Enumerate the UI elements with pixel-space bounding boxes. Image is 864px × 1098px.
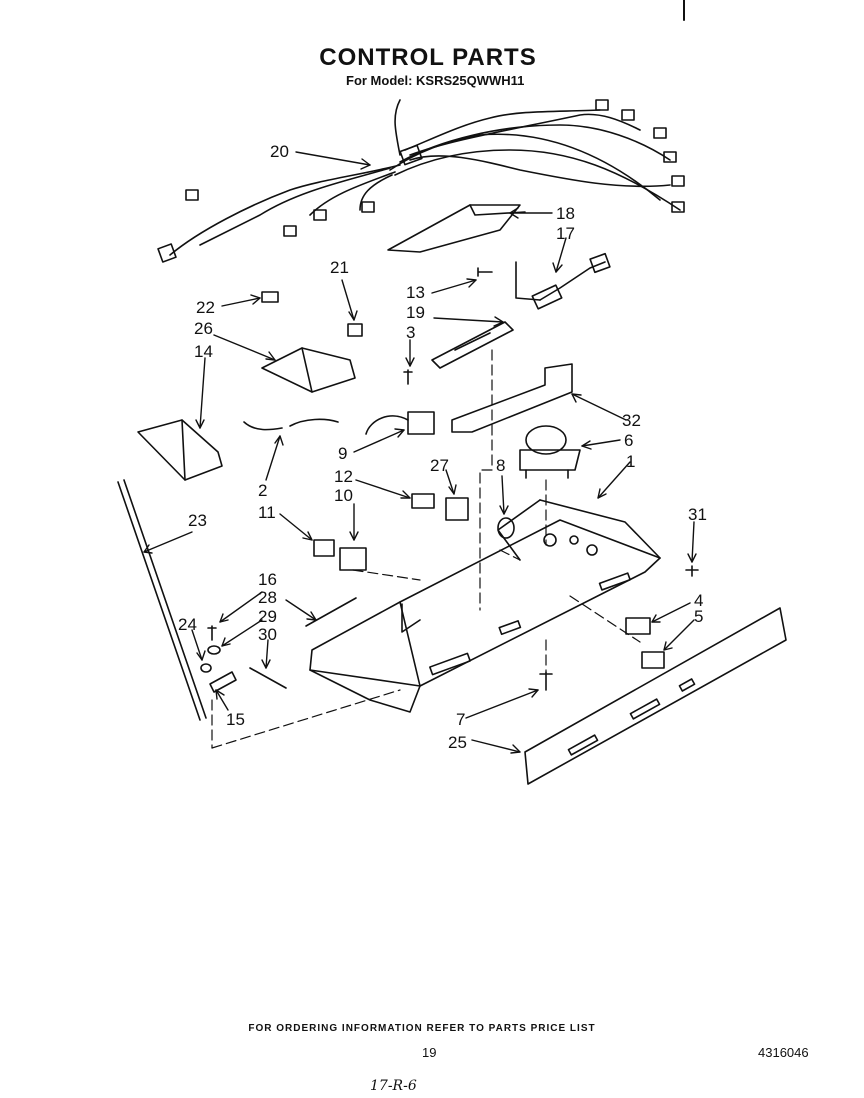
block-part-10 [339, 547, 367, 571]
callout-20: 20 [270, 142, 289, 161]
label-part-27 [445, 497, 469, 521]
clip-part-21 [347, 323, 363, 337]
callout-3: 3 [406, 323, 415, 342]
callout-labels: 20 18 17 13 21 22 26 14 19 3 9 32 6 1 27… [178, 142, 707, 752]
callout-14: 14 [194, 342, 213, 361]
page-title: CONTROL PARTS [319, 44, 537, 71]
clip-part-22 [261, 291, 279, 303]
switch-parts-4-5 [625, 617, 665, 669]
callout-31: 31 [688, 505, 707, 524]
callout-13: 13 [406, 283, 425, 302]
grommet-part-8 [497, 517, 515, 539]
rod-part-23 [117, 479, 207, 721]
callout-23: 23 [188, 511, 207, 530]
callout-16: 16 [258, 570, 277, 589]
callout-8: 8 [496, 456, 505, 475]
callout-5: 5 [694, 607, 703, 626]
callout-22: 22 [196, 298, 215, 317]
screw-part-13 [477, 267, 493, 277]
callout-10: 10 [334, 486, 353, 505]
wiring-harness-part [157, 99, 685, 263]
thermostat-part-6 [519, 425, 581, 479]
callout-24: 24 [178, 615, 197, 634]
callout-6: 6 [624, 431, 633, 450]
callout-12: 12 [334, 467, 353, 486]
screw-part-7 [539, 671, 553, 691]
callout-26: 26 [194, 319, 213, 338]
baffle-part-26 [261, 347, 356, 393]
page-number: 19 [422, 1045, 437, 1060]
callout-15: 15 [226, 710, 245, 729]
callout-18: 18 [556, 204, 575, 223]
switch-part-9 [365, 411, 435, 435]
callout-1: 1 [626, 452, 635, 471]
callout-2: 2 [258, 481, 267, 500]
connector-part-11 [313, 539, 335, 557]
small-hardware-parts [200, 597, 357, 693]
callout-30: 30 [258, 625, 277, 644]
callout-19: 19 [406, 303, 425, 322]
screw-part-3 [403, 369, 413, 385]
ordering-note: FOR ORDERING INFORMATION REFER TO PARTS … [248, 1023, 596, 1034]
screw-part-31 [685, 565, 699, 577]
sensor-part-17 [515, 252, 611, 310]
callout-25: 25 [448, 733, 467, 752]
callout-32: 32 [622, 411, 641, 430]
bracket-part-12 [411, 493, 435, 509]
callout-17: 17 [556, 224, 575, 243]
trim-panel-part-25 [524, 607, 787, 785]
cover-part-18 [387, 204, 526, 253]
callout-4: 4 [694, 591, 703, 610]
insulation-panel-part-32 [451, 363, 573, 433]
model-subtitle: For Model: KSRS25QWWH11 [346, 73, 525, 88]
callout-9: 9 [338, 444, 347, 463]
callout-29: 29 [258, 607, 277, 626]
callout-27: 27 [430, 456, 449, 475]
callout-21: 21 [330, 258, 349, 277]
callout-7: 7 [456, 710, 465, 729]
handwritten-mark: 17-R-6 [370, 1078, 417, 1094]
cover-part-14 [137, 419, 223, 481]
callout-11: 11 [258, 503, 276, 522]
tube-part-2 [243, 418, 339, 431]
callout-28: 28 [258, 588, 277, 607]
control-housing-part-1 [309, 499, 661, 713]
heater-rod-part-19 [431, 321, 514, 369]
document-number: 4316046 [758, 1045, 809, 1060]
